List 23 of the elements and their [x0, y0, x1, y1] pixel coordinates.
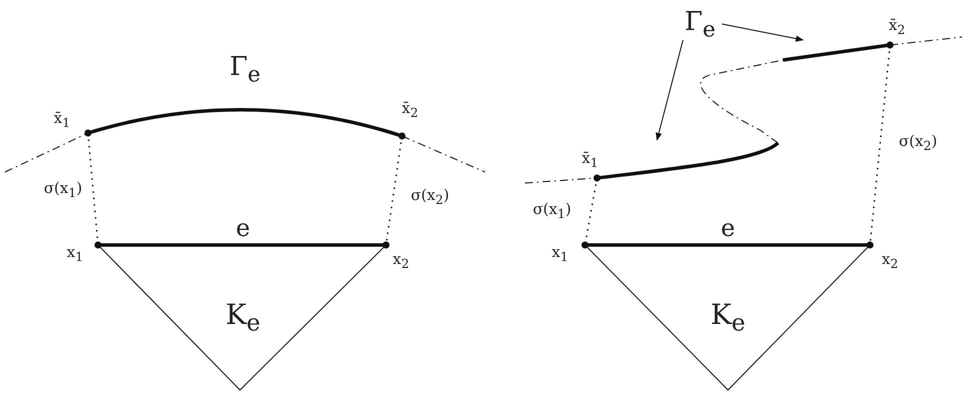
point-label: x̄$_{1}$ — [582, 150, 598, 170]
distance-label: σ(x$_{2}$) — [898, 134, 938, 152]
point-label: x$_{2}$ — [882, 252, 898, 270]
distance-label: σ(x$_{2}$) — [410, 188, 450, 206]
curve-segment — [782, 43, 890, 62]
side-name: e — [236, 216, 250, 240]
arrow — [722, 24, 804, 42]
curve-label: Γ$_{e}$ — [230, 54, 260, 86]
dash-dot-curve — [700, 60, 784, 144]
point-label: x̄$_{2}$ — [402, 100, 418, 120]
curve-segment — [596, 142, 779, 180]
distance-label: σ(x$_{1}$) — [44, 180, 82, 200]
point-label: x̄$_{1}$ — [54, 110, 70, 130]
point-label: x$_{1}$ — [66, 244, 84, 264]
point-label: x$_{1}$ — [552, 244, 568, 264]
element-label: K$_{e}$ — [710, 301, 746, 335]
element-label: K$_{e}$ — [226, 301, 260, 335]
curve-label: Γ$_{e}$ — [684, 9, 716, 41]
side-name: e — [720, 216, 736, 240]
distance-label: σ(x$_{1}$) — [532, 202, 572, 220]
point-label: x̄$_{2}$ — [888, 18, 906, 36]
point-label: x$_{2}$ — [392, 252, 410, 270]
arrow — [656, 40, 684, 141]
